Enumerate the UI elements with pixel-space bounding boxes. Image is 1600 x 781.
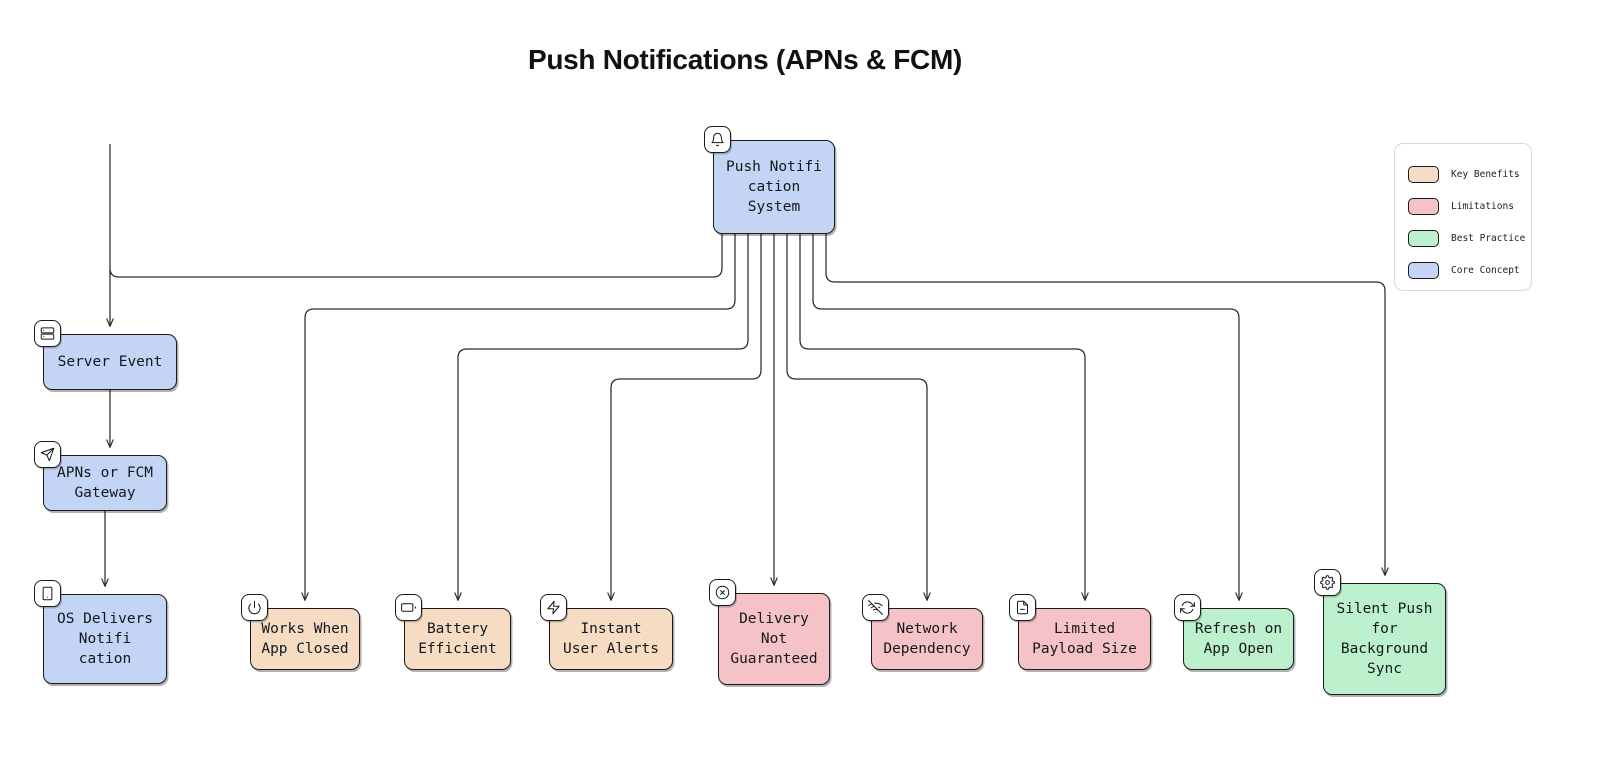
node-delivery-not-guaranteed[interactable]: Delivery Not Guaranteed — [718, 593, 830, 685]
node-silent-push-background-sync[interactable]: Silent Push for Background Sync — [1323, 583, 1446, 695]
node-label: Server Event — [57, 354, 163, 370]
legend-swatch — [1408, 165, 1439, 183]
edge-root-to-silent-push-background-sync — [825, 234, 1385, 575]
node-label: Network Dependency — [883, 621, 971, 657]
node-push-notification-system[interactable]: Push Notifi cation System — [713, 140, 835, 234]
send-icon — [34, 441, 61, 468]
x-circle-icon — [709, 579, 736, 606]
bell-icon — [704, 126, 731, 153]
node-label: Instant User Alerts — [562, 621, 660, 657]
wifi-off-icon — [862, 594, 889, 621]
node-apns-or-fcm-gateway[interactable]: APNs or FCM Gateway — [43, 455, 167, 511]
legend-item-limitations: Limitations — [1395, 190, 1531, 222]
edge-root-to-instant-user-alerts — [611, 234, 762, 600]
node-battery-efficient[interactable]: Battery Efficient — [404, 608, 511, 670]
smartphone-icon — [34, 580, 61, 607]
zap-icon — [540, 594, 567, 621]
edge-root-to-battery-efficient — [458, 234, 749, 600]
legend-item-core-concept: Core Concept — [1395, 254, 1531, 286]
file-minus-icon — [1009, 594, 1036, 621]
node-label: Silent Push for Background Sync — [1336, 601, 1433, 677]
edge-root-to-works-when-app-closed — [305, 234, 736, 600]
legend-swatch — [1408, 229, 1439, 247]
power-icon — [241, 594, 268, 621]
node-label: Works When App Closed — [261, 621, 349, 657]
legend-label: Limitations — [1451, 200, 1514, 212]
node-label: APNs or FCM Gateway — [56, 465, 154, 501]
node-os-delivers-notification[interactable]: OS Delivers Notifi cation — [43, 594, 167, 684]
node-label: Push Notifi cation System — [725, 159, 823, 215]
legend-swatch — [1408, 197, 1439, 215]
node-label: Delivery Not Guaranteed — [730, 611, 818, 667]
node-server-event[interactable]: Server Event — [43, 334, 177, 390]
node-works-when-app-closed[interactable]: Works When App Closed — [250, 608, 360, 670]
gear-icon — [1314, 569, 1341, 596]
edge-root-to-refresh-on-app-open — [812, 234, 1239, 600]
node-label: Refresh on App Open — [1194, 621, 1283, 657]
node-network-dependency[interactable]: Network Dependency — [871, 608, 983, 670]
node-limited-payload-size[interactable]: Limited Payload Size — [1018, 608, 1151, 670]
legend-label: Best Practice — [1451, 232, 1526, 244]
edge-root-to-network-dependency — [786, 234, 927, 600]
node-refresh-on-app-open[interactable]: Refresh on App Open — [1183, 608, 1294, 670]
server-icon — [34, 320, 61, 347]
legend-swatch — [1408, 261, 1439, 279]
node-label: Battery Efficient — [418, 621, 497, 657]
edge-root-to-limited-payload-size — [799, 234, 1085, 600]
node-instant-user-alerts[interactable]: Instant User Alerts — [549, 608, 673, 670]
legend-item-key-benefits: Key Benefits — [1395, 158, 1531, 190]
legend-label: Core Concept — [1451, 264, 1520, 276]
edge-root-to-server-event — [110, 143, 723, 327]
legend-label: Key Benefits — [1451, 168, 1520, 180]
battery-icon — [395, 594, 422, 621]
node-label: OS Delivers Notifi cation — [56, 611, 154, 667]
refresh-icon — [1174, 594, 1201, 621]
page-title: Push Notifications (APNs & FCM) — [527, 44, 963, 75]
node-label: Limited Payload Size — [1032, 621, 1137, 657]
legend-item-best-practice: Best Practice — [1395, 222, 1531, 254]
